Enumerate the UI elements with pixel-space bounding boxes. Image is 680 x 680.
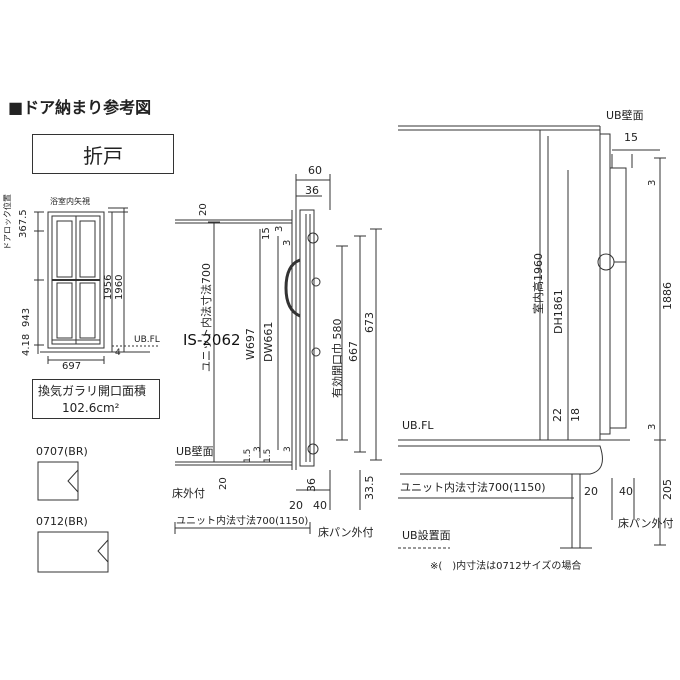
door-height-label: DH1861: [552, 289, 565, 334]
plan-dim-1-5-b: 1.5: [263, 448, 273, 463]
vent-area-box: [32, 379, 160, 419]
dim-697: 697: [62, 361, 82, 372]
section-dim-15: 15: [624, 131, 638, 144]
dim-dw661: DW661: [262, 321, 275, 362]
vent-area-value: 102.6cm²: [62, 401, 120, 415]
section-ub-fl-label: UB.FL: [402, 419, 434, 432]
dim-1886: 1886: [661, 282, 674, 310]
section-dim-40: 40: [619, 485, 633, 498]
plan-dim-15: 15: [261, 227, 272, 240]
plan-dim-1-5-a: 1.5: [243, 448, 253, 463]
plan-dim-33-5: 33.5: [363, 475, 376, 501]
section-view: [398, 125, 666, 549]
section-dim-3-bottom: 3: [647, 423, 658, 430]
plan-dim-20-bottom: 20: [218, 477, 229, 490]
ub-fl-label: UB.FL: [134, 335, 160, 345]
section-dim-20: 20: [584, 485, 598, 498]
size-note: ※( )内寸法は0712サイズの場合: [430, 561, 582, 572]
dim-673: 673: [363, 312, 376, 333]
floor-outer-label: 床外付: [172, 487, 205, 500]
plan-dim-3-left: 3: [274, 225, 285, 232]
dim-943: 943: [21, 307, 32, 327]
dim-4: 4: [115, 348, 121, 358]
size-0712-label: 0712(BR): [36, 515, 88, 528]
plan-unit-dim: ユニット内法寸法700(1150): [176, 516, 309, 527]
plan-dim-3-a: 3: [253, 446, 263, 452]
door-type-box: 折戸: [32, 134, 174, 174]
view-label: 浴室内矢視: [50, 197, 90, 206]
side-label: ドアロック位置: [3, 194, 12, 250]
plan-dim-40-b: 40: [313, 499, 327, 512]
door-type-label: 折戸: [83, 143, 123, 168]
section-dim-3-top: 3: [647, 179, 658, 186]
plan-dim-20-top: 20: [198, 203, 209, 216]
section-floor-pan-label: 床パン外付: [618, 517, 674, 530]
plan-dim-60: 60: [308, 164, 322, 177]
plan-dim-3-b: 3: [283, 446, 293, 452]
vent-area-title: 換気ガラリ開口面積: [38, 384, 147, 398]
drawing-heading: ■ドア納まり参考図: [8, 98, 152, 117]
ub-install-surface-label: UB設置面: [402, 529, 451, 542]
dim-w697: W697: [244, 328, 257, 360]
plan-ub-wall-label: UB壁面: [176, 445, 214, 458]
size-0707-label: 0707(BR): [36, 445, 88, 458]
plan-dim-36: 36: [305, 184, 319, 197]
dim-4-18: 4.18: [21, 333, 32, 356]
dim-367-5: 367.5: [18, 209, 29, 238]
section-dim-22: 22: [551, 408, 564, 422]
plan-dim-3-top: 3: [282, 239, 293, 246]
plan-floor-pan-label: 床パン外付: [318, 526, 374, 539]
dim-205: 205: [661, 479, 674, 500]
section-unit-dim: ユニット内法寸法700(1150): [400, 481, 546, 494]
section-ub-wall-label: UB壁面: [606, 109, 644, 122]
door-elevation: [34, 207, 158, 364]
plan-dim-36-bottom: 36: [305, 478, 318, 492]
dim-effective-opening: 有効開口巾 580: [331, 318, 344, 399]
dim-1960: 1960: [114, 274, 125, 300]
size-icons: [37, 461, 109, 573]
section-dim-18: 18: [569, 408, 582, 422]
plan-view: [174, 174, 382, 534]
watermark-text: IS-2062: [183, 331, 241, 349]
dim-667: 667: [347, 341, 360, 362]
dim-1956: 1956: [103, 274, 114, 300]
room-height-label: 室内高1960: [532, 253, 545, 314]
unit-dim-vertical: ユニット内法寸法700: [200, 263, 213, 372]
plan-dim-20-b: 20: [289, 499, 303, 512]
